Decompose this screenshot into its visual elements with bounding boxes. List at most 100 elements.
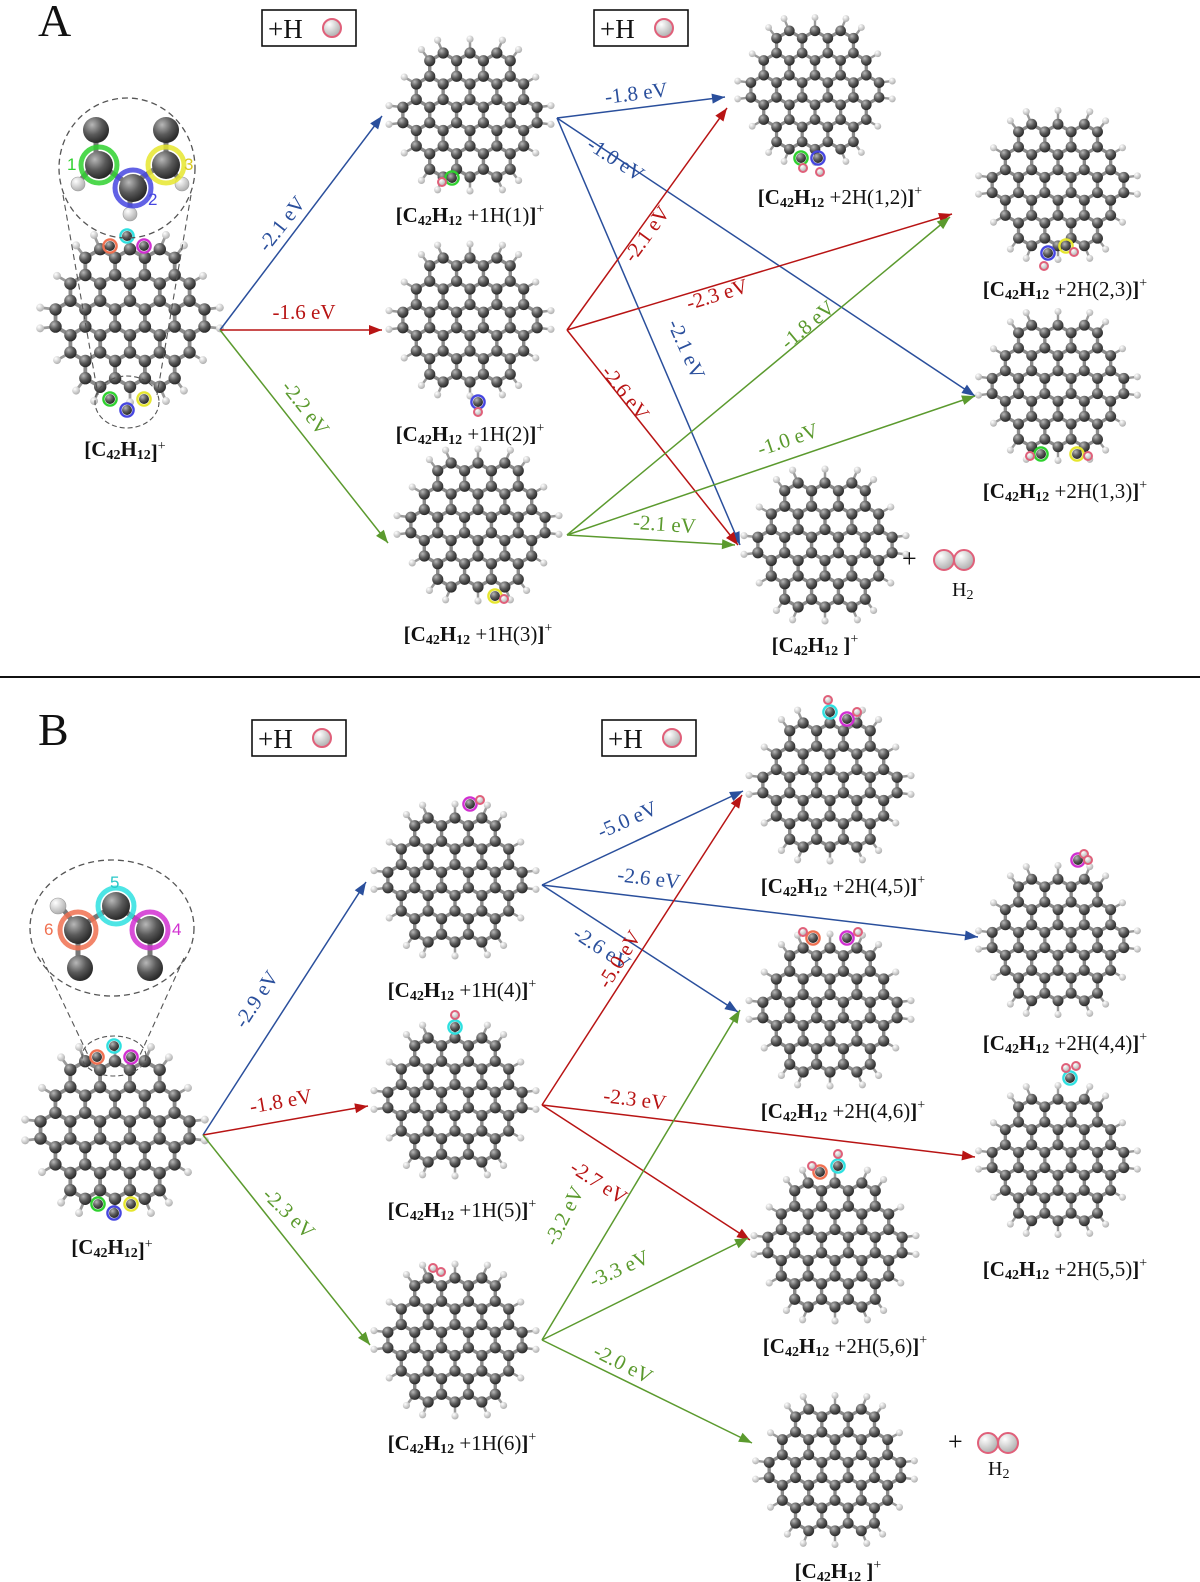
reaction-arrow [202, 881, 367, 1136]
reaction-energy-label: -1.0 eV [583, 132, 649, 186]
molecule-label-a6: [C42H12 +2H(1,3)]+ [983, 478, 1148, 505]
added-h-atom [953, 549, 975, 571]
added-h-atom [807, 1161, 817, 1171]
molecule-label-b2: [C42H12 +1H(5)]+ [388, 1197, 537, 1224]
site-number-6: 6 [44, 920, 53, 939]
reaction-energy-label: -2.3 eV [602, 1083, 667, 1114]
reaction-arrow [566, 107, 728, 331]
add-h-box: +H [261, 9, 357, 47]
molecule-label-b8: [C42H12 +2H(5,6)]+ [763, 1333, 928, 1360]
reaction-arrow [202, 1134, 371, 1346]
reaction-arrow [219, 329, 389, 544]
molecule-b8 [750, 1165, 920, 1325]
molecule-a6 [975, 308, 1141, 464]
reaction-energy-label: -2.1 eV [253, 191, 311, 255]
reaction-energy-label: -2.0 eV [590, 1339, 657, 1389]
molecule-b7 [975, 1082, 1141, 1238]
molecule-a5 [975, 107, 1141, 263]
molecule-label-b3: [C42H12 +1H(6)]+ [388, 1430, 537, 1457]
panel-letter-b: B [38, 704, 69, 755]
molecule-label-b1: [C42H12 +1H(4)]+ [388, 977, 537, 1004]
reaction-energy-label: -1.8 eV [603, 77, 668, 108]
molecule-label-b6: [C42H12 +2H(4,6)]+ [761, 1098, 926, 1125]
added-h-atom [977, 1432, 999, 1454]
reaction-energy-label: -2.1 eV [663, 316, 711, 383]
svg-text:+H: +H [268, 14, 303, 44]
reaction-energy-label: -1.6 eV [273, 300, 336, 324]
reaction-arrow [541, 1237, 749, 1341]
added-h-atom [1061, 1063, 1071, 1073]
reaction-arrow [541, 790, 744, 886]
molecule-label-b5: [C42H12 +2H(4,4)]+ [983, 1030, 1148, 1057]
molecule-b0 [21, 1041, 209, 1219]
reaction-arrow [566, 216, 951, 536]
molecule-label-b0: [C42H12]+ [71, 1235, 153, 1262]
added-h-atom [473, 407, 483, 417]
reaction-energy-label: -1.8 eV [776, 295, 840, 354]
h-atom-icon [654, 18, 674, 38]
svg-text:+H: +H [600, 14, 635, 44]
added-h-atom [1039, 261, 1049, 271]
reaction-arrow [566, 329, 739, 546]
molecule-a0 [36, 229, 224, 407]
added-h-atom [437, 177, 447, 187]
added-h-atom [322, 18, 342, 38]
molecule-a3 [393, 445, 563, 605]
reaction-arrow [541, 884, 979, 938]
svg-text:+: + [902, 544, 917, 573]
zoom-inset-a: 1 2 3 [58, 97, 196, 429]
molecule-a4 [734, 14, 896, 166]
molecule-b9 [752, 1392, 918, 1548]
molecule-b1 [370, 800, 540, 960]
added-h-atom [933, 549, 955, 571]
added-h-atom [798, 927, 808, 937]
molecule-b4 [745, 705, 915, 865]
reaction-energy-label: -2.1 eV [618, 201, 674, 266]
site-number-4: 4 [172, 920, 181, 939]
add-h-box: +H [251, 719, 347, 757]
reaction-arrow [566, 395, 976, 536]
svg-text:H2: H2 [988, 1458, 1009, 1482]
added-h-atom [853, 927, 863, 937]
reaction-arrows [202, 93, 979, 1444]
molecule-label-b4: [C42H12 +2H(4,5)]+ [761, 873, 926, 900]
reaction-arrow [556, 117, 976, 397]
reaction-energy-label: -2.1 eV [632, 510, 697, 538]
molecule-label-b9: [C42H12 ]+ [795, 1558, 882, 1582]
added-h-atom [312, 728, 332, 748]
molecule-label-a3: [C42H12 +1H(3)]+ [404, 621, 553, 648]
molecule-label-a1: [C42H12 +1H(1)]+ [396, 202, 545, 229]
svg-text:+H: +H [258, 724, 293, 754]
added-h-atom [428, 1263, 438, 1273]
reaction-arrow [541, 884, 739, 1013]
reaction-arrow [219, 115, 383, 331]
reaction-energy-label: -1.8 eV [248, 1084, 314, 1119]
molecule-label-a2: [C42H12 +1H(2)]+ [396, 421, 545, 448]
molecule-layer [21, 14, 1141, 1548]
reaction-arrow [566, 213, 953, 331]
site-number-5: 5 [110, 873, 119, 892]
reaction-arrow [541, 1104, 751, 1241]
h-atom-icon [662, 728, 682, 748]
reaction-arrow [556, 117, 741, 546]
add-h-box: +H [601, 719, 697, 757]
reaction-energy-label: -2.6 eV [616, 862, 681, 893]
added-h-atom [436, 1267, 446, 1277]
reaction-energy-label: -1.0 eV [754, 418, 821, 461]
reaction-arrow [541, 1339, 753, 1444]
molecule-label-a7: [C42H12 ]+ [772, 632, 859, 659]
reaction-arrow [541, 1104, 976, 1158]
molecule-a1 [385, 35, 555, 195]
site-number-3: 3 [184, 155, 193, 174]
added-h-atom [798, 163, 808, 173]
molecule-a7 [740, 465, 910, 625]
svg-text:+: + [948, 1427, 963, 1456]
reaction-arrow [541, 794, 743, 1106]
added-h-atom [833, 1149, 843, 1159]
reaction-arrow [202, 1105, 369, 1136]
reaction-arrow [556, 96, 726, 119]
added-h-atom [1025, 451, 1035, 461]
molecule-label-b7: [C42H12 +2H(5,5)]+ [983, 1256, 1148, 1283]
molecule-b5 [975, 862, 1141, 1018]
